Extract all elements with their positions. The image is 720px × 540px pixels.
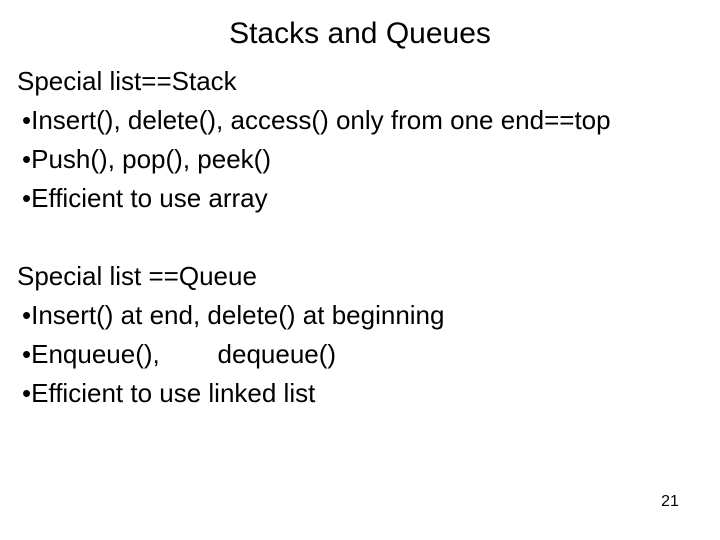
bullet-icon: • <box>22 339 32 369</box>
list-item-label: Efficient to use array <box>31 183 268 213</box>
block-heading-stack: Special list==Stack <box>17 66 237 96</box>
bullet-icon: • <box>22 105 32 135</box>
bullet-icon: • <box>22 300 32 330</box>
page-title: Stacks and Queues <box>229 17 491 50</box>
list-item: •Efficient to use linked list <box>17 374 707 413</box>
list-item-label: Insert() at end, delete() at beginning <box>31 300 445 330</box>
list-item: •Insert() at end, delete() at beginning <box>17 296 707 335</box>
list-item: •Insert(), delete(), access() only from … <box>17 101 707 140</box>
page-number: 21 <box>661 493 679 510</box>
list-item-label: Enqueue(), dequeue() <box>31 339 337 369</box>
bullet-icon: • <box>22 183 32 213</box>
list-item-label: Push(), pop(), peek() <box>31 144 271 174</box>
block-heading-queue: Special list ==Queue <box>17 261 257 291</box>
content-block-stack: Special list==Stack •Insert(), delete(),… <box>17 62 707 218</box>
list-item: •Enqueue(), dequeue() <box>17 335 707 374</box>
list-item: •Efficient to use array <box>17 179 707 218</box>
block-spacer <box>17 218 707 257</box>
content-block-queue: Special list ==Queue •Insert() at end, d… <box>17 257 707 413</box>
slide-body: Special list==Stack •Insert(), delete(),… <box>17 62 707 413</box>
list-item-label: Efficient to use linked list <box>31 378 316 408</box>
list-item: •Push(), pop(), peek() <box>17 140 707 179</box>
list-item-label: Insert(), delete(), access() only from o… <box>31 105 611 135</box>
bullet-icon: • <box>22 144 32 174</box>
bullet-icon: • <box>22 378 32 408</box>
